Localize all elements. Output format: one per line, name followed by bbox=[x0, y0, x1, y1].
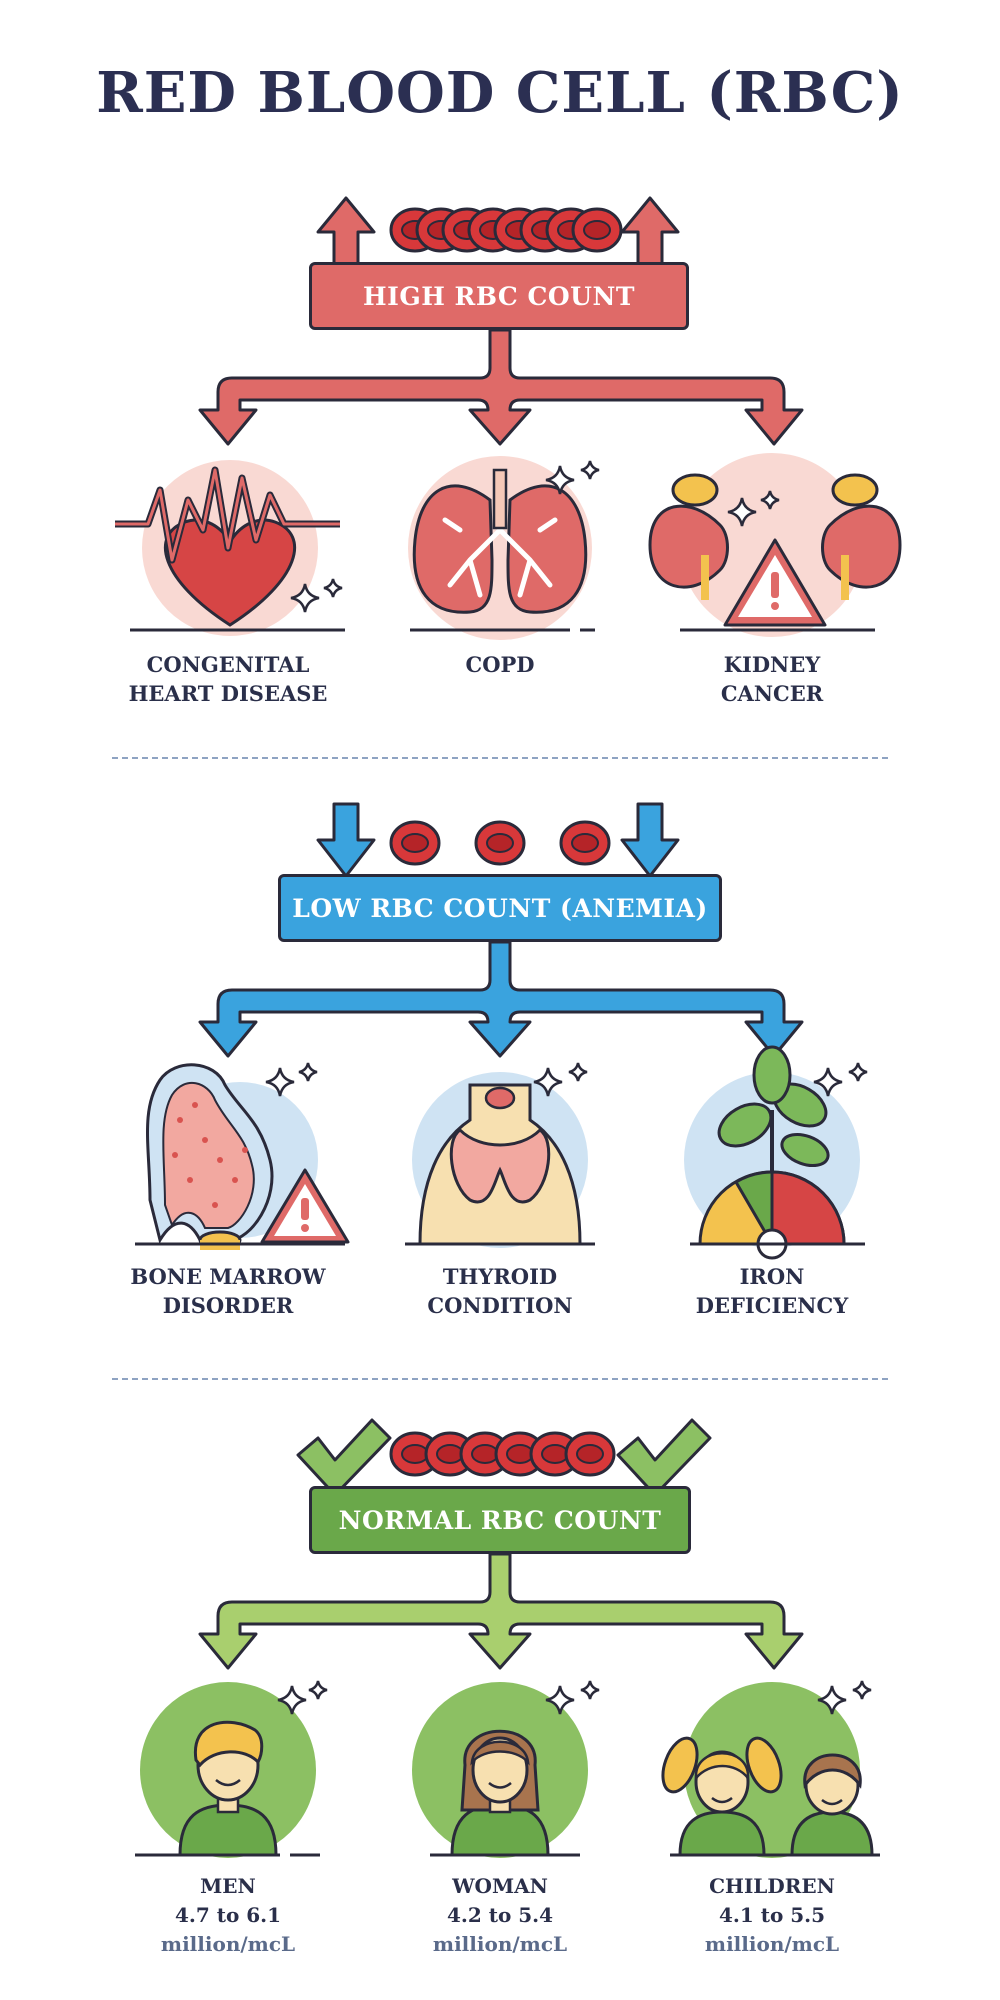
caption-line: CONGENITAL bbox=[146, 652, 310, 677]
caption-line: THYROID bbox=[442, 1264, 558, 1289]
rbc-range: 4.1 to 5.5 bbox=[718, 1903, 826, 1927]
rbc-range: 4.2 to 5.4 bbox=[446, 1903, 554, 1927]
bone-warning-icon bbox=[135, 1061, 350, 1250]
woman-avatar-icon bbox=[412, 1679, 601, 1858]
caption-line: DEFICIENCY bbox=[695, 1293, 849, 1318]
kidneys-warning-icon bbox=[648, 453, 902, 637]
high-rbc-banner: HIGH RBC COUNT bbox=[309, 262, 689, 330]
rbc-range: 4.7 to 6.1 bbox=[174, 1903, 282, 1927]
thyroid-icon bbox=[405, 1061, 595, 1248]
caption-line: COPD bbox=[465, 652, 535, 677]
rbc-unit: million/mcL bbox=[160, 1932, 296, 1956]
children-avatar-icon bbox=[661, 1679, 880, 1858]
page-title: RED BLOOD CELL (RBC) bbox=[96, 60, 904, 126]
low-rbc-cells bbox=[389, 820, 611, 866]
caption-bone-marrow-disorder: BONE MARROW DISORDER bbox=[88, 1262, 368, 1320]
caption-men: MEN 4.7 to 6.1 million/mcL bbox=[108, 1872, 348, 1959]
high-up-arrow-right bbox=[620, 196, 680, 270]
caption-line: KIDNEY bbox=[723, 652, 821, 677]
normal-branch-arrows bbox=[198, 1552, 804, 1670]
group-label: MEN bbox=[200, 1874, 256, 1898]
plant-gauge-icon bbox=[684, 1045, 869, 1260]
high-rbc-stack bbox=[389, 207, 623, 253]
caption-congenital-heart-disease: CONGENITAL HEART DISEASE bbox=[88, 650, 368, 708]
low-down-arrows bbox=[316, 802, 680, 878]
high-branch-arrows bbox=[198, 328, 804, 446]
caption-line: IRON bbox=[739, 1264, 805, 1289]
rbc-unit: million/mcL bbox=[432, 1932, 568, 1956]
caption-copd: COPD bbox=[360, 650, 640, 679]
caption-iron-deficiency: IRON DEFICIENCY bbox=[632, 1262, 912, 1320]
group-label: WOMAN bbox=[452, 1874, 548, 1898]
caption-line: DISORDER bbox=[162, 1293, 294, 1318]
caption-kidney-cancer: KIDNEY CANCER bbox=[632, 650, 912, 708]
heart-ecg-icon bbox=[115, 460, 345, 636]
low-branch-arrows bbox=[198, 940, 804, 1058]
caption-children: CHILDREN 4.1 to 5.5 million/mcL bbox=[652, 1872, 892, 1959]
caption-woman: WOMAN 4.2 to 5.4 million/mcL bbox=[380, 1872, 620, 1959]
caption-thyroid-condition: THYROID CONDITION bbox=[360, 1262, 640, 1320]
caption-line: BONE MARROW bbox=[130, 1264, 326, 1289]
rbc-unit: million/mcL bbox=[704, 1932, 840, 1956]
section-divider bbox=[112, 757, 888, 759]
caption-line: CANCER bbox=[720, 681, 824, 706]
group-label: CHILDREN bbox=[709, 1874, 835, 1898]
normal-rbc-banner: NORMAL RBC COUNT bbox=[309, 1486, 691, 1554]
section-divider bbox=[112, 1378, 888, 1380]
caption-line: CONDITION bbox=[427, 1293, 573, 1318]
lungs-icon bbox=[408, 456, 601, 640]
man-avatar-icon bbox=[135, 1679, 329, 1858]
normal-rbc-stack bbox=[389, 1431, 616, 1477]
low-rbc-banner: LOW RBC COUNT (ANEMIA) bbox=[278, 874, 722, 942]
caption-line: HEART DISEASE bbox=[128, 681, 328, 706]
high-up-arrow-left bbox=[316, 196, 376, 270]
